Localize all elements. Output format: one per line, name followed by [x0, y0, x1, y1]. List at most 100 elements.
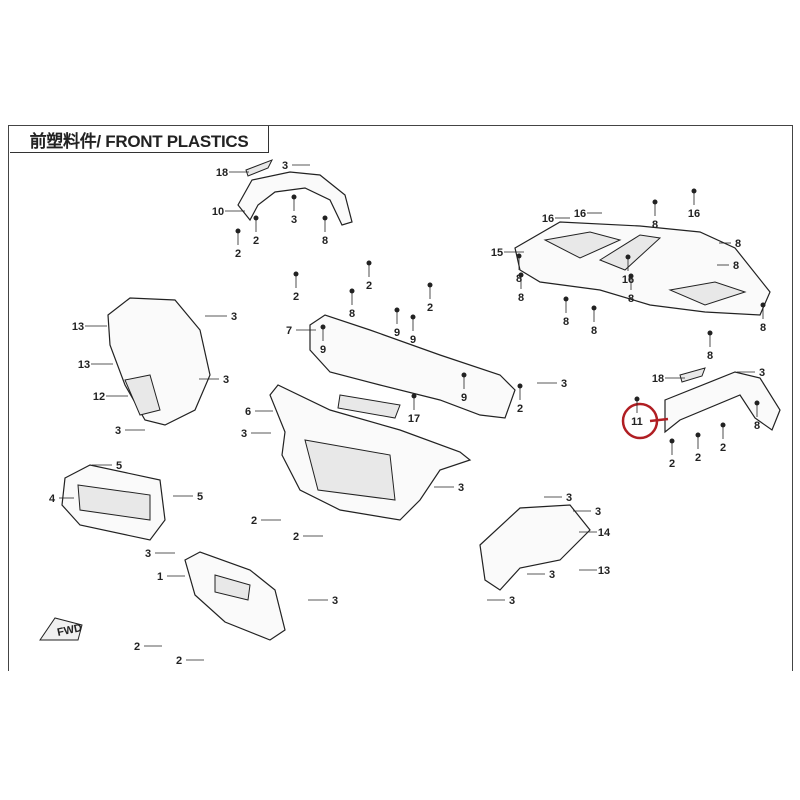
part-13-left-side-panel[interactable]: [107, 297, 211, 426]
callout-number: 2: [427, 302, 433, 314]
callout-number: 8: [628, 293, 634, 305]
callout-part-15: 15: [491, 247, 524, 259]
part-6-center-front-panel[interactable]: [269, 384, 472, 521]
callout-part-8: 8: [652, 199, 658, 231]
callout-number: 3: [561, 378, 567, 390]
callout-part-2: 2: [366, 260, 372, 292]
callout-part-8: 8: [719, 238, 741, 250]
callout-part-2: 2: [253, 215, 259, 247]
callout-number: 2: [176, 655, 182, 667]
callout-number: 8: [733, 260, 739, 272]
fastener-icon: [518, 272, 524, 278]
fastener-icon: [411, 393, 417, 399]
fastener-icon: [427, 282, 433, 288]
fastener-icon: [320, 324, 326, 330]
callout-part-8: 8: [518, 272, 524, 304]
callout-part-6: 6: [245, 406, 273, 418]
callout-number: 3: [115, 425, 121, 437]
callout-number: 8: [754, 420, 760, 432]
callout-part-2: 2: [517, 383, 523, 415]
callout-part-8: 8: [760, 302, 766, 334]
callout-number: 3: [595, 506, 601, 518]
callout-number: 14: [598, 527, 611, 539]
callout-number: 10: [212, 206, 224, 218]
fwd-arrow-icon: FWD: [39, 617, 83, 641]
page-title: 前塑料件/ FRONT PLASTICS: [10, 126, 269, 153]
callout-number: 2: [669, 458, 675, 470]
callout-number: 8: [516, 273, 522, 285]
callout-part-3: 3: [537, 378, 567, 390]
part-15-front-storage-frame[interactable]: [514, 221, 771, 316]
callout-number: 16: [542, 213, 554, 225]
callout-part-11: 11: [631, 396, 643, 428]
fastener-icon: [634, 396, 640, 402]
fastener-icon: [394, 307, 400, 313]
callout-number: 9: [320, 344, 326, 356]
callout-number: 9: [394, 327, 400, 339]
fastener-icon: [563, 296, 569, 302]
callout-part-2: 2: [695, 432, 701, 464]
callout-number: 2: [293, 291, 299, 303]
callout-number: 8: [322, 235, 328, 247]
callout-part-8: 8: [349, 288, 355, 320]
callout-number: 8: [563, 316, 569, 328]
part-4-front-grille[interactable]: [61, 464, 166, 541]
callout-number: 3: [566, 492, 572, 504]
callout-number: 18: [652, 373, 664, 385]
callout-part-8: 8: [707, 330, 713, 362]
callout-part-13: 13: [72, 321, 107, 333]
fastener-icon: [516, 253, 522, 259]
callout-part-9: 9: [410, 314, 416, 346]
callout-number: 9: [410, 334, 416, 346]
callout-number: 12: [93, 391, 105, 403]
callout-number: 17: [408, 413, 420, 425]
callout-part-10: 10: [212, 206, 245, 218]
part-11-right-fender-trim[interactable]: [664, 367, 781, 434]
fastener-icon: [410, 314, 416, 320]
callout-number: 2: [720, 442, 726, 454]
callout-part-9: 9: [320, 324, 326, 356]
callout-number: 8: [518, 292, 524, 304]
fastener-icon: [322, 215, 328, 221]
fastener-icon: [628, 273, 634, 279]
fastener-icon: [293, 271, 299, 277]
callout-part-3: 3: [527, 569, 555, 581]
callout-number: 13: [72, 321, 84, 333]
callout-part-9: 9: [394, 307, 400, 339]
callout-number: 8: [349, 308, 355, 320]
callout-number: 2: [695, 452, 701, 464]
fastener-icon: [591, 305, 597, 311]
callout-part-8: 8: [563, 296, 569, 328]
callout-part-3: 3: [544, 492, 572, 504]
callout-part-4: 4: [49, 493, 74, 505]
fastener-icon: [625, 254, 631, 260]
part-1-front-skid-plate[interactable]: [184, 551, 286, 641]
callout-part-2: 2: [235, 228, 241, 260]
callout-part-14: 14: [579, 527, 611, 539]
callout-number: 8: [591, 325, 597, 337]
callout-number: 7: [286, 325, 292, 337]
callout-part-1: 1: [157, 571, 185, 583]
callout-part-3: 3: [573, 506, 601, 518]
callout-part-3: 3: [145, 548, 175, 560]
callout-part-2: 2: [669, 438, 675, 470]
callout-number: 13: [78, 359, 90, 371]
part-7-front-bumper[interactable]: [309, 314, 516, 419]
callout-part-3: 3: [199, 374, 229, 386]
callout-number: 13: [598, 565, 610, 577]
callout-number: 2: [253, 235, 259, 247]
callout-part-3: 3: [291, 194, 297, 226]
callout-part-2: 2: [134, 641, 162, 653]
part-14-right-lower-panel[interactable]: [479, 504, 591, 591]
fastener-icon: [720, 422, 726, 428]
callout-number: 3: [549, 569, 555, 581]
callout-part-3: 3: [308, 595, 338, 607]
fastener-icon: [754, 400, 760, 406]
callout-number: 9: [461, 392, 467, 404]
part-10-front-rack-cover[interactable]: [237, 159, 353, 226]
callout-part-16: 16: [542, 213, 570, 225]
callout-part-2: 2: [293, 271, 299, 303]
callout-part-16: 16: [688, 188, 700, 220]
callout-number: 5: [116, 460, 122, 472]
